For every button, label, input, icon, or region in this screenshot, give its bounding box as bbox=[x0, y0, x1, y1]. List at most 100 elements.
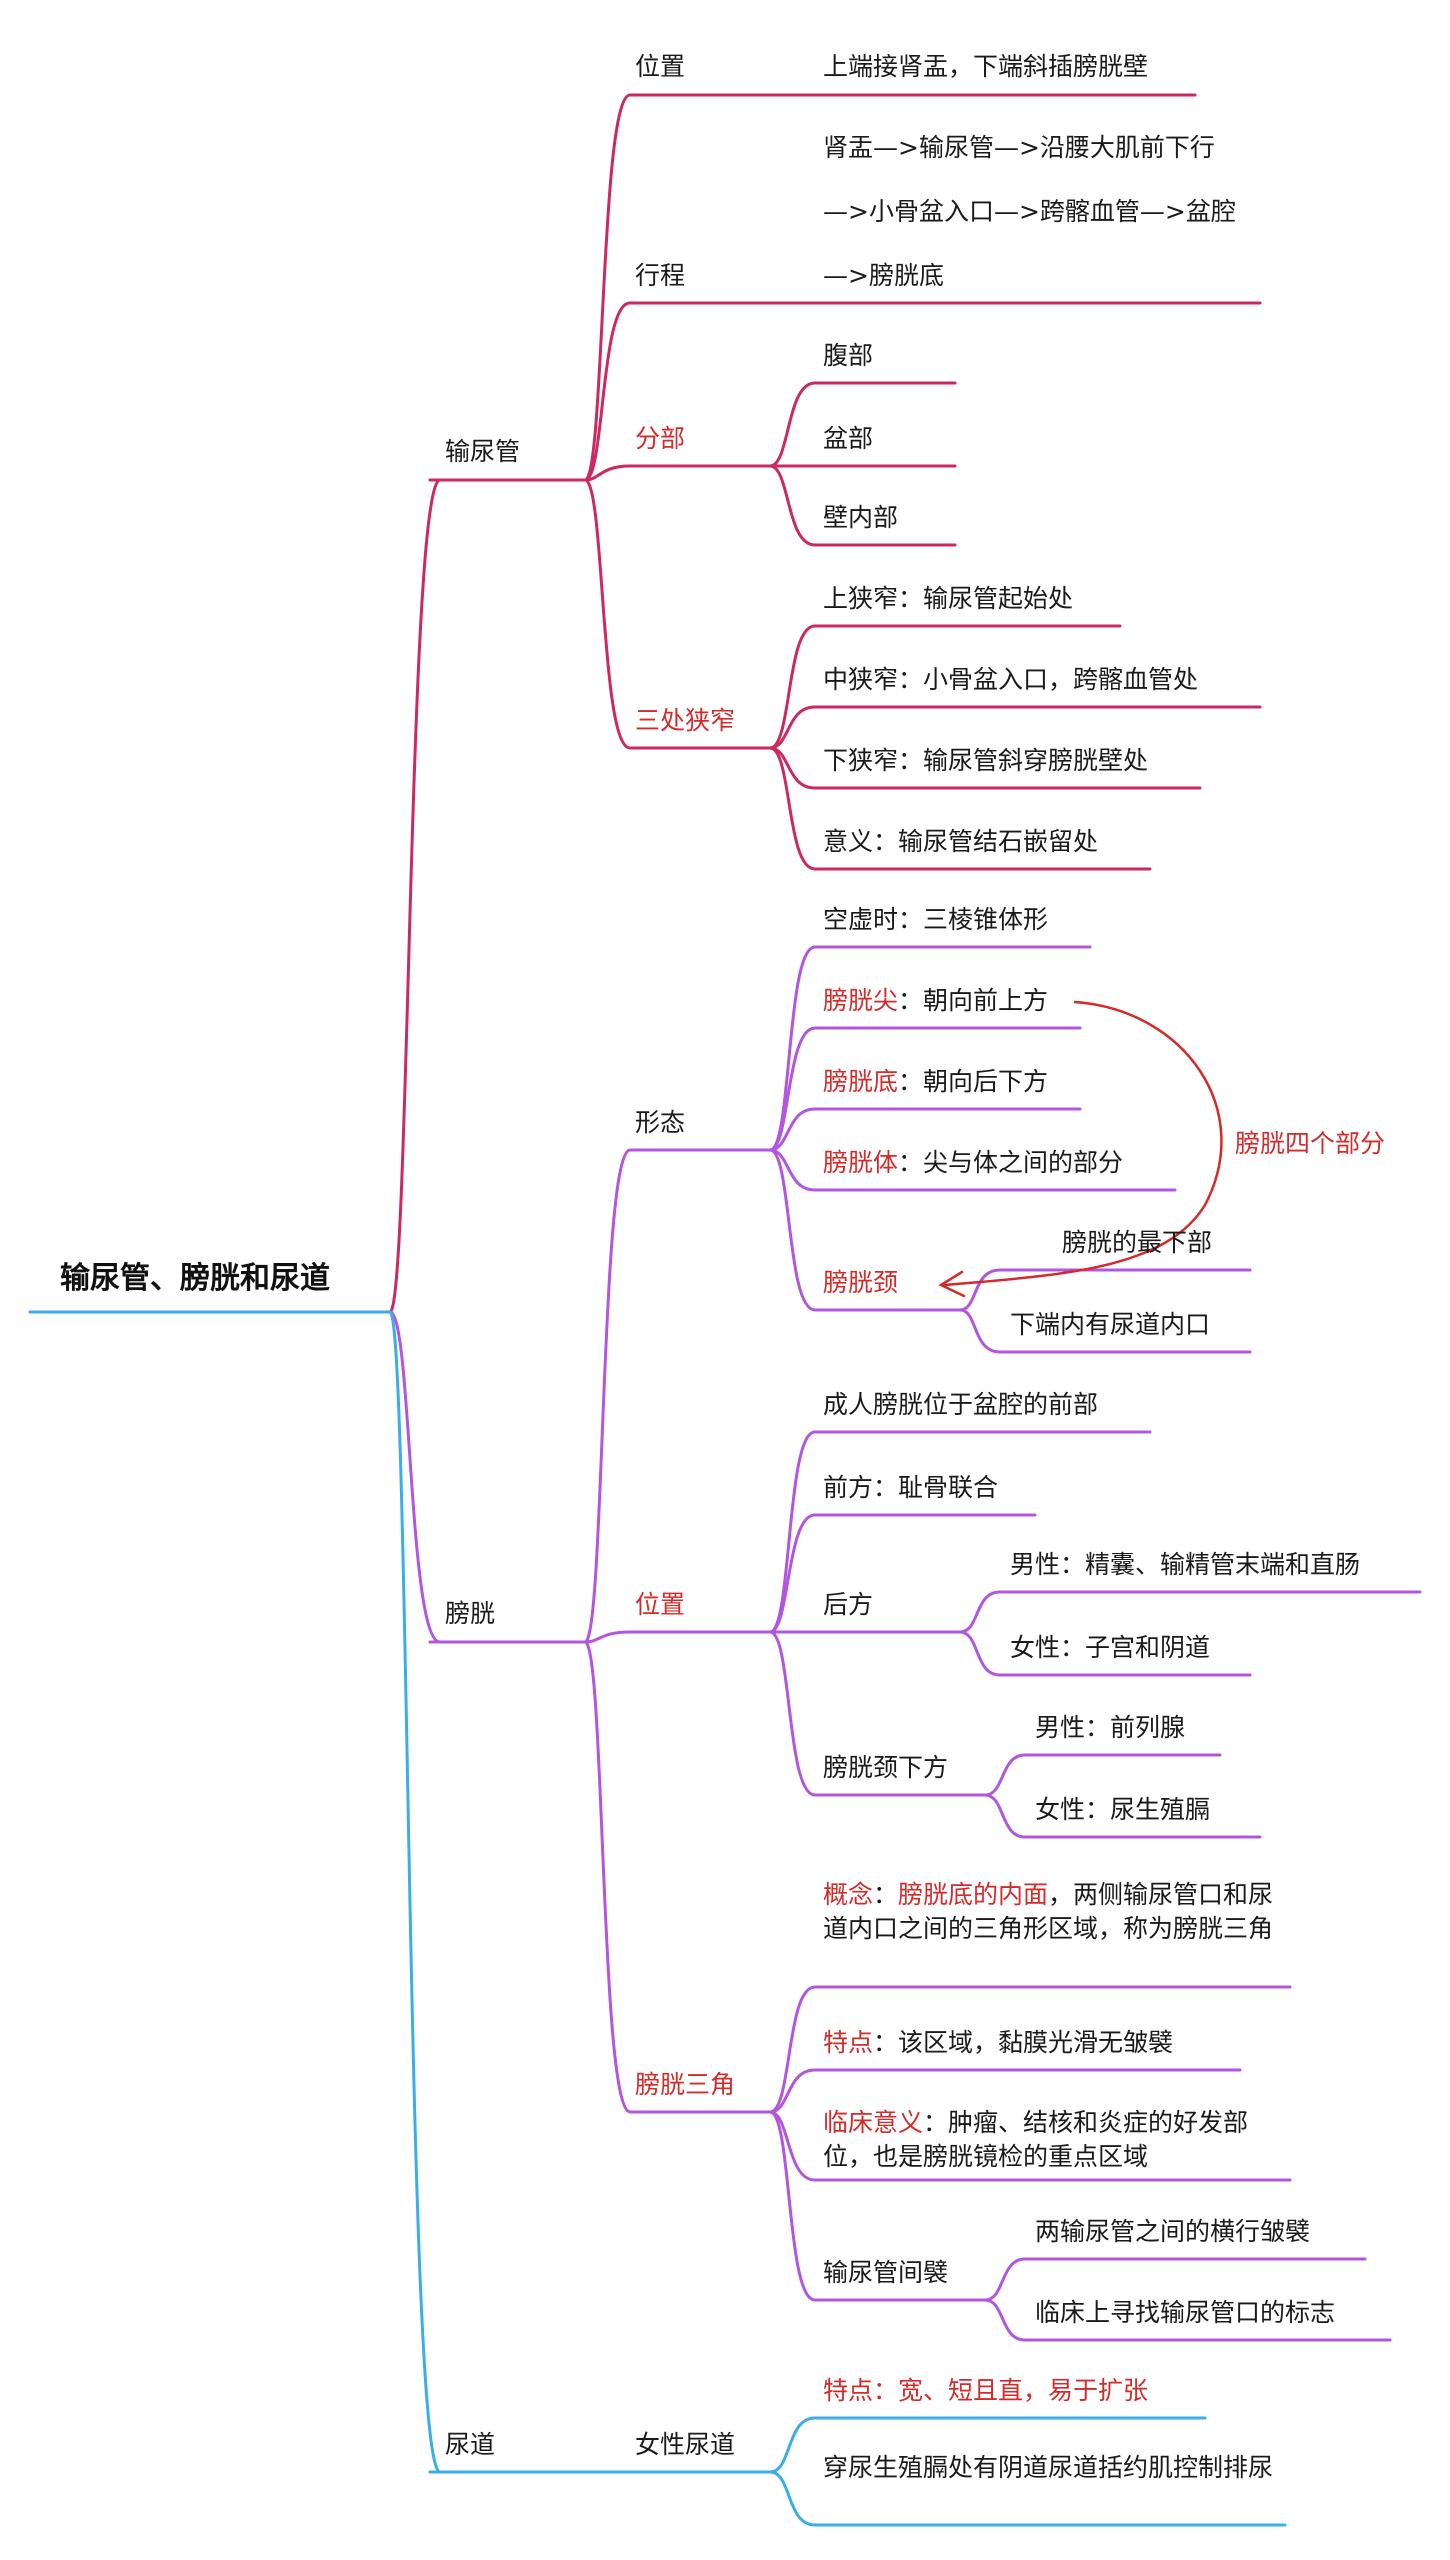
bladder-body: 膀胱体：尖与体之间的部分 bbox=[823, 1146, 1123, 1180]
bladder-form-label: 形态 bbox=[635, 1108, 686, 1137]
interureteric-item: 两输尿管之间的横行皱襞 bbox=[1035, 2217, 1311, 2246]
neck-to-lowest bbox=[958, 1268, 1252, 1312]
trigone-clinical: 临床意义：肿瘤、结核和炎症的好发部位，也是膀胱镜检的重点区域 bbox=[823, 2106, 1283, 2174]
trigone-to-feature bbox=[768, 2068, 1242, 2114]
narrowings-to-upper bbox=[768, 624, 1122, 750]
bladder-base-key: 膀胱底 bbox=[823, 1067, 899, 1096]
ureter-position-label: 位置 bbox=[635, 52, 686, 81]
ureter-part-item: 盆部 bbox=[823, 424, 874, 453]
narrowing-item: 中狭窄：小骨盆入口，跨髂血管处 bbox=[823, 665, 1199, 694]
bladder-trigone-label: 膀胱三角 bbox=[635, 2070, 736, 2099]
bladder-neck-label: 膀胱颈 bbox=[823, 1268, 899, 1297]
ureter-label: 输尿管 bbox=[445, 437, 521, 466]
bladder-to-position bbox=[583, 1630, 772, 1644]
female-to-passage bbox=[768, 2470, 1287, 2527]
interureteric-to-landmark bbox=[983, 2298, 1392, 2342]
below-neck-to-female bbox=[983, 1793, 1262, 1839]
bladder-empty-shape: 空虚时：三棱锥体形 bbox=[823, 905, 1049, 934]
bladder-base: 膀胱底：朝向后下方 bbox=[823, 1065, 1048, 1099]
bladder-below-neck-male: 男性：前列腺 bbox=[1035, 1713, 1186, 1742]
trigone-concept-colon: ： bbox=[873, 1880, 899, 1909]
narrowing-item: 上狭窄：输尿管起始处 bbox=[823, 584, 1074, 613]
ureter-to-parts bbox=[583, 464, 772, 482]
female-to-feature bbox=[768, 2416, 1207, 2474]
ureter-course-label: 行程 bbox=[635, 261, 686, 290]
ureter-to-narrowings bbox=[583, 478, 772, 750]
trigone-concept-highlight: 膀胱底的内面 bbox=[898, 1880, 1049, 1909]
interureteric-item: 临床上寻找输尿管口的标志 bbox=[1035, 2298, 1336, 2327]
root-to-ureter-branch bbox=[388, 478, 442, 1314]
form-to-body bbox=[768, 1148, 1177, 1192]
form-to-empty bbox=[768, 945, 1092, 1152]
female-urethra-label: 女性尿道 bbox=[635, 2430, 736, 2459]
below-neck-to-male bbox=[983, 1753, 1222, 1797]
four-parts-arrow bbox=[943, 1000, 1223, 1287]
root-to-urethra-branch bbox=[388, 1310, 442, 2474]
ureter-position-detail: 上端接肾盂，下端斜插膀胱壁 bbox=[823, 52, 1149, 81]
neck-to-internal-orifice bbox=[958, 1308, 1252, 1354]
bladder-position-label: 位置 bbox=[635, 1590, 686, 1619]
trigone-clinical-value: ：肿瘤、结核和炎症的好发部位，也是膀胱镜检的重点区域 bbox=[823, 2108, 1249, 2171]
ureter-part-item: 壁内部 bbox=[823, 503, 899, 532]
interureteric-label: 输尿管间襞 bbox=[823, 2258, 949, 2287]
urethra-label: 尿道 bbox=[445, 2430, 496, 2459]
four-parts-note: 膀胱四个部分 bbox=[1235, 1129, 1386, 1158]
bladder-to-form bbox=[583, 1148, 772, 1644]
bladder-neck-item: 膀胱的最下部 bbox=[1062, 1228, 1213, 1257]
form-to-apex bbox=[768, 1026, 1082, 1152]
bladder-back-male: 男性：精囊、输精管末端和直肠 bbox=[1010, 1550, 1361, 1579]
root-to-bladder-branch bbox=[388, 1310, 442, 1644]
trigone-concept-key: 概念 bbox=[823, 1880, 874, 1909]
bladder-front: 前方：耻骨联合 bbox=[823, 1473, 999, 1502]
ureter-narrowings-label: 三处狭窄 bbox=[635, 706, 736, 735]
position-to-front bbox=[768, 1513, 1037, 1634]
parts-to-abdominal bbox=[768, 381, 957, 468]
trigone-feature: 特点：该区域，黏膜光滑无皱襞 bbox=[823, 2026, 1173, 2060]
trigone-feature-key: 特点 bbox=[823, 2028, 874, 2057]
narrowing-item: 下狭窄：输尿管斜穿膀胱壁处 bbox=[823, 746, 1149, 775]
ureter-parts-label: 分部 bbox=[635, 424, 686, 453]
four-parts-arrowhead bbox=[938, 1270, 966, 1298]
female-urethra-feature: 特点：宽、短且直，易于扩张 bbox=[823, 2376, 1149, 2405]
back-to-female bbox=[958, 1630, 1252, 1677]
trigone-to-clinical bbox=[768, 2110, 1292, 2182]
bladder-adult-position: 成人膀胱位于盆腔的前部 bbox=[823, 1390, 1099, 1419]
ureter-to-position bbox=[583, 93, 822, 482]
position-to-below-neck bbox=[768, 1630, 987, 1797]
bladder-base-value: ：朝向后下方 bbox=[898, 1067, 1049, 1096]
trigone-concept: 概念：膀胱底的内面，两侧输尿管口和尿道内口之间的三角形区域，称为膀胱三角 bbox=[823, 1878, 1283, 1946]
interureteric-to-fold bbox=[983, 2257, 1367, 2302]
bladder-neck-item: 下端内有尿道内口 bbox=[1010, 1310, 1211, 1339]
bladder-label: 膀胱 bbox=[445, 1599, 496, 1628]
bladder-back-label: 后方 bbox=[823, 1590, 874, 1619]
trigone-to-concept bbox=[768, 1985, 1292, 2114]
ureter-course-line2: —>小骨盆入口—>跨髂血管—>盆腔 bbox=[823, 197, 1236, 226]
narrowing-item: 意义：输尿管结石嵌留处 bbox=[823, 827, 1099, 856]
bladder-apex-value: ：朝向前上方 bbox=[898, 986, 1049, 1015]
bladder-apex-key: 膀胱尖 bbox=[823, 986, 899, 1015]
parts-to-intramural bbox=[768, 464, 957, 547]
trigone-to-interureteric bbox=[768, 2110, 987, 2302]
ureter-course-line1: 肾盂—>输尿管—>沿腰大肌前下行 bbox=[823, 133, 1215, 162]
narrowings-to-middle bbox=[768, 705, 1262, 750]
ureter-to-course bbox=[583, 301, 1262, 482]
form-to-base bbox=[768, 1107, 1082, 1152]
form-to-neck bbox=[768, 1148, 962, 1312]
bladder-below-neck-label: 膀胱颈下方 bbox=[823, 1753, 949, 1782]
back-to-male bbox=[958, 1590, 1422, 1634]
female-urethra-passage: 穿尿生殖膈处有阴道尿道括约肌控制排尿 bbox=[823, 2453, 1274, 2482]
ureter-course-line3: —>膀胱底 bbox=[823, 261, 944, 290]
root-title: 输尿管、膀胱和尿道 bbox=[60, 1261, 330, 1296]
bladder-below-neck-female: 女性：尿生殖膈 bbox=[1035, 1795, 1211, 1824]
bladder-body-value: ：尖与体之间的部分 bbox=[898, 1148, 1124, 1177]
narrowings-to-significance bbox=[768, 746, 1152, 871]
bladder-body-key: 膀胱体 bbox=[823, 1148, 899, 1177]
bladder-back-female: 女性：子宫和阴道 bbox=[1010, 1633, 1211, 1662]
bladder-to-trigone bbox=[583, 1640, 772, 2114]
trigone-concept-rest: ，两侧输尿管口和尿道内口之间的三角形区域，称为膀胱三角 bbox=[823, 1880, 1274, 1943]
trigone-feature-value: ：该区域，黏膜光滑无皱襞 bbox=[873, 2028, 1174, 2057]
trigone-clinical-key: 临床意义 bbox=[823, 2108, 924, 2137]
ureter-part-item: 腹部 bbox=[823, 341, 874, 370]
